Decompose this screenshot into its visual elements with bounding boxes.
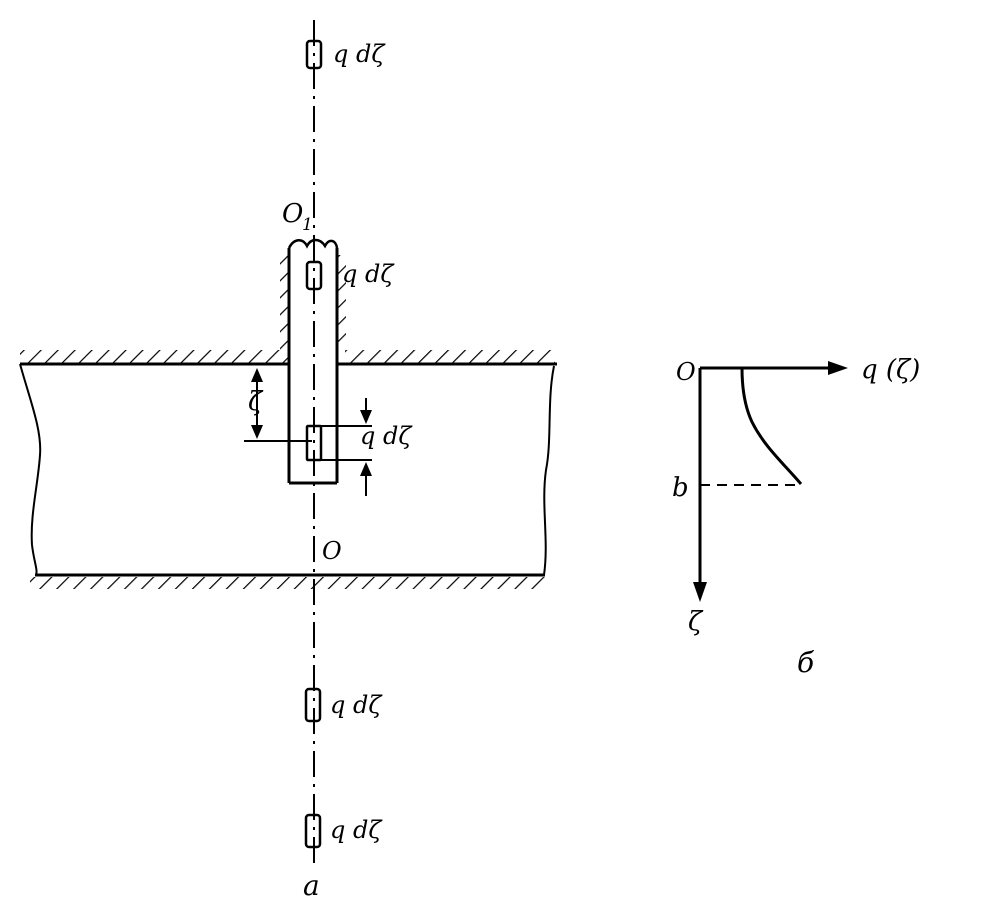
source-layer-rect xyxy=(305,424,323,462)
graph-q-curve xyxy=(740,367,803,485)
top-wall-hatch-left xyxy=(20,350,288,363)
label-point-o: O xyxy=(322,537,342,565)
dz-arrow-top-head xyxy=(360,410,372,424)
label-source-image2: q dζ xyxy=(330,816,383,844)
label-point-o1-sub: 1 xyxy=(302,215,313,235)
source-image2-rect xyxy=(304,813,322,849)
label-graph-zeta-axis: ζ xyxy=(688,607,704,637)
zeta-arrow-up xyxy=(251,368,263,382)
source-image1-rect xyxy=(304,687,322,723)
label-source-top: q dζ xyxy=(333,40,386,68)
label-graph-q-axis: q (ζ) xyxy=(861,355,920,385)
label-panel-a: a xyxy=(303,869,320,902)
label-source-layer: q dζ xyxy=(360,422,413,450)
pipe-hatch-left xyxy=(280,250,289,350)
label-source-image1: q dζ xyxy=(330,691,383,719)
label-source-pipe: q dζ xyxy=(342,260,395,288)
layer-left-break-line xyxy=(19,363,42,576)
dz-arrow-bottom-head xyxy=(360,462,372,476)
pipe-broken-top xyxy=(287,238,339,249)
zeta-arrow-down xyxy=(251,425,263,439)
label-graph-b: b xyxy=(672,473,689,503)
pipe-hatch-right xyxy=(337,255,346,350)
top-wall-hatch-right xyxy=(345,350,555,363)
source-top-rect xyxy=(305,39,323,70)
label-point-o1: O xyxy=(282,199,303,229)
label-depth-zeta: ζ xyxy=(248,387,264,417)
label-graph-origin: O xyxy=(676,358,696,386)
graph-q-axis-arrow xyxy=(828,361,848,375)
label-panel-b: б xyxy=(797,646,815,679)
source-pipe-rect xyxy=(305,260,323,291)
graph-zeta-axis-arrow xyxy=(693,582,707,602)
layer-right-break-line xyxy=(543,365,555,576)
bottom-wall-hatch xyxy=(30,577,545,589)
